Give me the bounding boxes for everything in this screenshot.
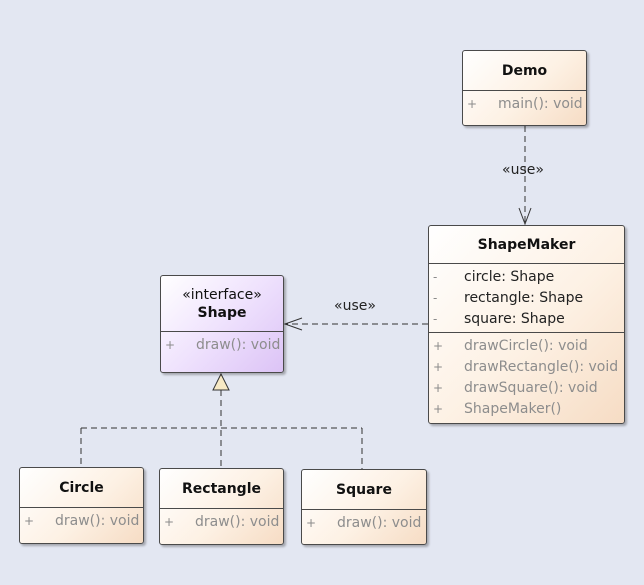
class-shapemaker-operations: + drawCircle(): void + drawRectangle(): … (429, 332, 624, 422)
operation-text: draw(): void (196, 337, 281, 353)
visibility-marker: + (467, 97, 478, 111)
visibility-marker: - (433, 270, 438, 284)
dependency-arrowhead-shape (283, 317, 303, 331)
visibility-marker: - (433, 312, 438, 326)
visibility-marker: + (165, 338, 176, 352)
operation-text: ShapeMaker() (464, 401, 562, 417)
dependency-label-demo-shapemaker: «use» (502, 162, 544, 178)
operation-text: draw(): void (55, 513, 140, 529)
attribute-row: - rectangle: Shape (429, 288, 624, 309)
visibility-marker: + (433, 402, 444, 416)
operation-row: + draw(): void (20, 511, 143, 532)
operation-text: drawSquare(): void (464, 380, 598, 396)
class-shapemaker-attributes: - circle: Shape - rectangle: Shape - squ… (429, 264, 624, 332)
attribute-text: circle: Shape (464, 269, 555, 285)
attribute-text: square: Shape (464, 311, 565, 327)
class-rectangle-operations: + draw(): void (160, 509, 283, 535)
attribute-row: - circle: Shape (429, 267, 624, 288)
operation-row: + ShapeMaker() (429, 399, 624, 420)
class-rectangle-name: Rectangle (182, 480, 261, 497)
class-demo[interactable]: Demo + main(): void (462, 50, 587, 126)
attribute-row: - square: Shape (429, 309, 624, 330)
class-square-header: Square (302, 470, 426, 510)
operation-row: + main(): void (463, 94, 586, 115)
operation-row: + drawCircle(): void (429, 336, 624, 357)
visibility-marker: + (433, 381, 444, 395)
dependency-arrowhead-shapemaker (518, 207, 532, 226)
interface-shape-operations: + draw(): void (161, 332, 283, 358)
operation-text: draw(): void (337, 515, 422, 531)
attribute-text: rectangle: Shape (464, 290, 584, 306)
class-circle-name: Circle (59, 479, 104, 496)
operation-row: + drawRectangle(): void (429, 357, 624, 378)
operation-row: + draw(): void (160, 512, 283, 533)
class-circle-operations: + draw(): void (20, 508, 143, 534)
operation-row: + draw(): void (161, 335, 283, 356)
class-shapemaker[interactable]: ShapeMaker - circle: Shape - rectangle: … (428, 225, 625, 424)
class-shapemaker-name: ShapeMaker (477, 236, 576, 253)
dependency-label-shapemaker-shape: «use» (334, 298, 376, 314)
operation-row: + drawSquare(): void (429, 378, 624, 399)
class-circle[interactable]: Circle + draw(): void (19, 467, 144, 544)
operation-text: draw(): void (195, 514, 280, 530)
interface-shape[interactable]: «interface» Shape + draw(): void (160, 275, 284, 373)
visibility-marker: + (24, 514, 35, 528)
operation-text: main(): void (498, 96, 583, 112)
class-circle-header: Circle (20, 468, 143, 508)
class-demo-header: Demo (463, 51, 586, 91)
visibility-marker: + (164, 515, 175, 529)
class-square[interactable]: Square + draw(): void (301, 469, 427, 545)
operation-row: + draw(): void (302, 513, 426, 534)
operation-text: drawRectangle(): void (464, 359, 619, 375)
operation-text: drawCircle(): void (464, 338, 588, 354)
interface-shape-header: «interface» Shape (161, 276, 283, 332)
class-demo-name: Demo (501, 62, 548, 79)
visibility-marker: - (433, 291, 438, 305)
visibility-marker: + (433, 339, 444, 353)
class-shapemaker-header: ShapeMaker (429, 226, 624, 264)
class-rectangle-header: Rectangle (160, 469, 283, 509)
visibility-marker: + (306, 516, 317, 530)
class-rectangle[interactable]: Rectangle + draw(): void (159, 468, 284, 545)
visibility-marker: + (433, 360, 444, 374)
interface-stereotype: «interface» (182, 286, 262, 303)
realization-triangle (212, 372, 230, 391)
interface-shape-name: Shape (197, 304, 247, 321)
class-demo-operations: + main(): void (463, 91, 586, 117)
class-square-operations: + draw(): void (302, 510, 426, 536)
class-square-name: Square (336, 481, 392, 498)
